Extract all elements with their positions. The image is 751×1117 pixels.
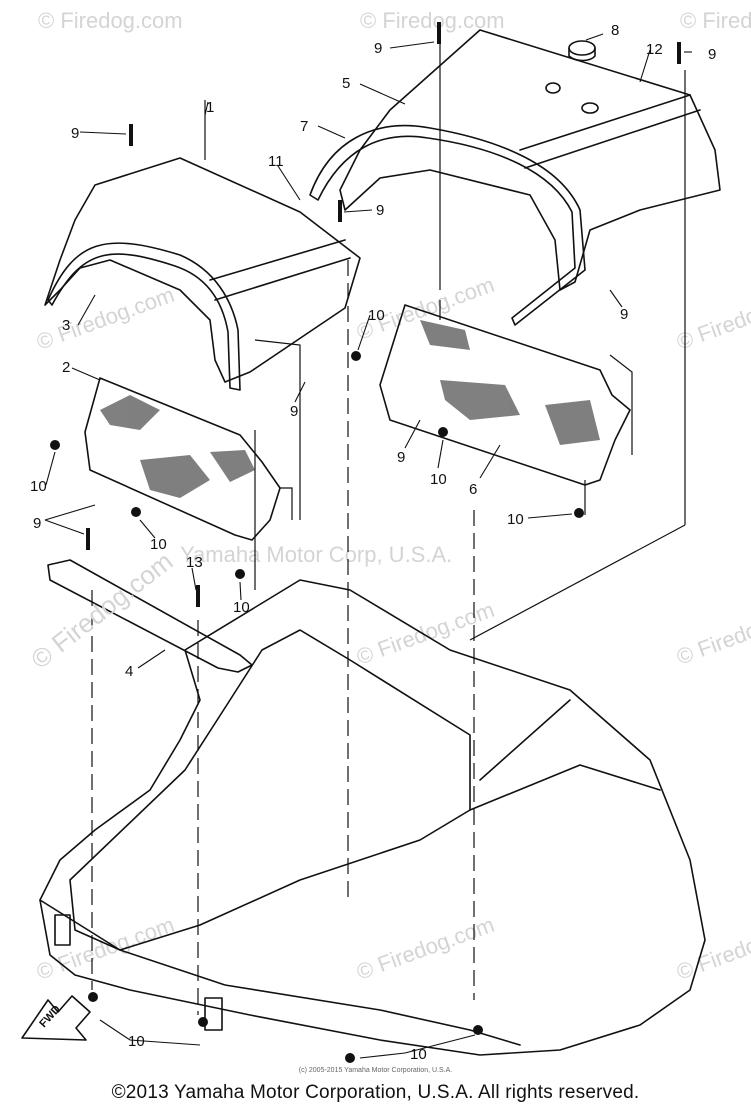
washer-icon xyxy=(473,1025,483,1035)
part-7-right-trim xyxy=(309,124,586,326)
callout-2: 2 xyxy=(62,359,70,376)
mesh-patches xyxy=(100,320,600,498)
hood-slot xyxy=(204,997,223,1031)
hood-ridge xyxy=(479,699,571,781)
watermark-text: © Firedog.com xyxy=(673,597,751,670)
callout-10: 10 xyxy=(430,471,447,488)
part-8-cap xyxy=(568,47,596,62)
part-11-strip-line xyxy=(209,239,346,281)
washer-icon xyxy=(198,1017,208,1027)
washer-icon xyxy=(88,992,98,1002)
callout-10: 10 xyxy=(410,1046,427,1063)
fwd-arrow-icon xyxy=(21,995,91,1041)
callout-10: 10 xyxy=(233,599,250,616)
part-4-lower-strip xyxy=(47,559,253,673)
callout-9: 9 xyxy=(708,46,716,63)
part-3-left-trim xyxy=(47,242,241,391)
part-12-strip-line xyxy=(524,109,701,169)
callout-10: 10 xyxy=(507,511,524,528)
callout-12: 12 xyxy=(646,41,663,58)
callout-3: 3 xyxy=(62,317,70,334)
callout-9: 9 xyxy=(397,449,405,466)
callout-10: 10 xyxy=(30,478,47,495)
callout-10: 10 xyxy=(368,307,385,324)
callout-9: 9 xyxy=(376,202,384,219)
hood-ridge xyxy=(469,764,661,811)
washer-icon xyxy=(574,508,584,518)
part-11-strip-line xyxy=(214,257,351,301)
washer-icon xyxy=(345,1053,355,1063)
callout-5: 5 xyxy=(342,75,350,92)
callout-9: 9 xyxy=(71,125,79,142)
part-hole xyxy=(545,82,561,94)
washer-icon xyxy=(235,569,245,579)
rivet-icon xyxy=(437,22,441,44)
callout-8: 8 xyxy=(611,22,619,39)
callout-4: 4 xyxy=(125,663,133,680)
watermark-text: © Firedog.com xyxy=(680,8,751,33)
rivet-icon xyxy=(677,42,681,64)
hood-body xyxy=(39,579,706,1056)
watermark-center-text: Yamaha Motor Corp, U.S.A. xyxy=(180,542,452,567)
callout-9: 9 xyxy=(290,403,298,420)
watermark-text: © Firedog.com xyxy=(673,912,751,985)
part-hole xyxy=(581,102,599,114)
callout-13: 13 xyxy=(186,554,203,571)
callout-10: 10 xyxy=(150,536,167,553)
rivet-icon xyxy=(338,200,342,222)
callout-10: 10 xyxy=(128,1033,145,1050)
part-6-right-grille xyxy=(379,304,631,486)
leader-lines xyxy=(91,40,686,1015)
callout-9: 9 xyxy=(374,40,382,57)
watermark-text: © Firedog.com xyxy=(38,8,183,33)
fwd-label: FWD xyxy=(37,1003,63,1030)
rivet-icon xyxy=(86,528,90,550)
part-1-left-panel xyxy=(44,157,361,383)
callout-1: 1 xyxy=(206,99,214,116)
callout-9: 9 xyxy=(33,515,41,532)
callout-7: 7 xyxy=(300,118,308,135)
callout-11: 11 xyxy=(268,153,284,170)
rivet-icon xyxy=(196,585,200,607)
copyright-small: (c) 2005-2015 Yamaha Motor Corporation, … xyxy=(298,1067,453,1074)
copyright-footer: ©2013 Yamaha Motor Corporation, U.S.A. A… xyxy=(111,1082,640,1103)
rivet-icon xyxy=(129,124,133,146)
hood-edge xyxy=(39,899,521,1046)
washer-icon xyxy=(351,351,361,361)
callout-9: 9 xyxy=(620,306,628,323)
washer-icon xyxy=(131,507,141,517)
callouts: 9 8 12 9 5 1 7 9 11 9 9 3 10 2 9 9 10 10… xyxy=(30,22,716,1063)
watermark-layer: © Firedog.com © Firedog.com © Firedog.co… xyxy=(33,8,751,985)
watermark-text: © Firedog.com xyxy=(353,912,497,985)
part-12-strip-line xyxy=(519,94,691,151)
part-2-left-grille xyxy=(84,377,281,541)
hood-slot xyxy=(54,914,71,946)
part-8-cap xyxy=(568,40,596,56)
watermark-text: © Firedog.com xyxy=(33,282,177,355)
callout-6: 6 xyxy=(469,481,477,498)
fasteners xyxy=(50,22,681,1063)
callout-leaders xyxy=(44,33,692,1059)
hood-opening xyxy=(69,629,471,951)
washer-icon xyxy=(50,440,60,450)
washer-icon xyxy=(438,427,448,437)
watermark-text: © Firedog.com xyxy=(360,8,505,33)
